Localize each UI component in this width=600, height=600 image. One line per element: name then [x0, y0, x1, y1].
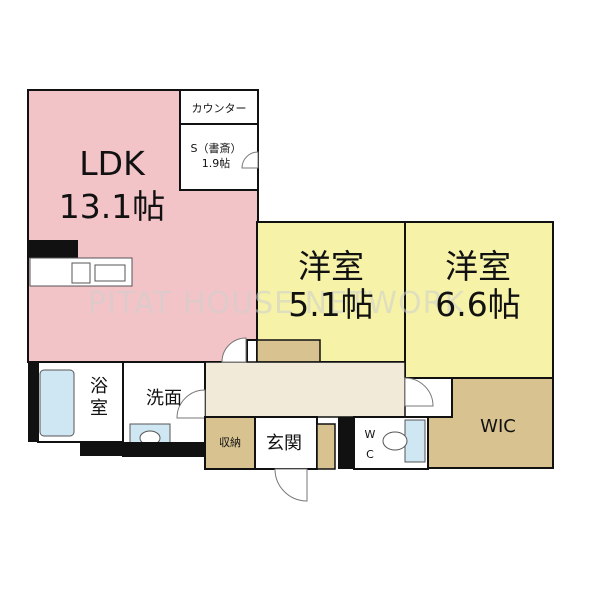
bath-label-2: 室 — [90, 398, 108, 419]
western-room-2 — [404, 221, 554, 379]
bathtub — [39, 369, 75, 437]
hall-door-swing — [404, 377, 434, 407]
bath-wall-left — [28, 362, 38, 442]
entrance-shoe-rack — [316, 423, 336, 470]
western-room-2-label: 洋室 — [445, 247, 511, 286]
entrance-room — [254, 416, 318, 470]
western-room-1-size: 5.1帖 — [288, 285, 373, 324]
storage-label: 収納 — [219, 436, 241, 449]
study-size: 1.9帖 — [202, 157, 231, 170]
kitchen-stove — [71, 262, 91, 284]
bottom-wall-block — [80, 442, 205, 456]
watermark: PITAT HOUSE NETWORK — [88, 286, 465, 321]
bath-label-1: 浴 — [90, 376, 108, 397]
western-room-2-size: 6.6帖 — [435, 285, 520, 324]
kitchen-sink — [94, 264, 126, 282]
western-room-1-closet — [256, 339, 321, 363]
counter-label: カウンター — [192, 102, 247, 115]
wc-label-1: W — [365, 428, 376, 441]
entrance-door-swing — [274, 468, 308, 502]
entrance-label: 玄関 — [266, 433, 302, 454]
western-room-1-label: 洋室 — [298, 247, 364, 286]
wic-label: WIC — [480, 416, 516, 437]
hallway — [204, 361, 406, 418]
study-door-swing — [241, 151, 259, 169]
study-room — [179, 123, 259, 191]
western-room-1 — [256, 221, 406, 363]
ldk-wall-block — [28, 240, 78, 258]
washroom-label: 洗面 — [146, 388, 182, 409]
ldk-door-swing — [221, 337, 247, 363]
washroom-door-swing — [176, 389, 206, 419]
ldk-label: LDK — [79, 144, 146, 183]
wc-sink — [404, 419, 426, 463]
study-label: S（書斎） — [191, 141, 242, 155]
wc-wall — [338, 417, 354, 469]
ldk-size: 13.1帖 — [59, 187, 165, 226]
toilet — [382, 431, 408, 451]
wc-label-2: C — [366, 448, 374, 461]
